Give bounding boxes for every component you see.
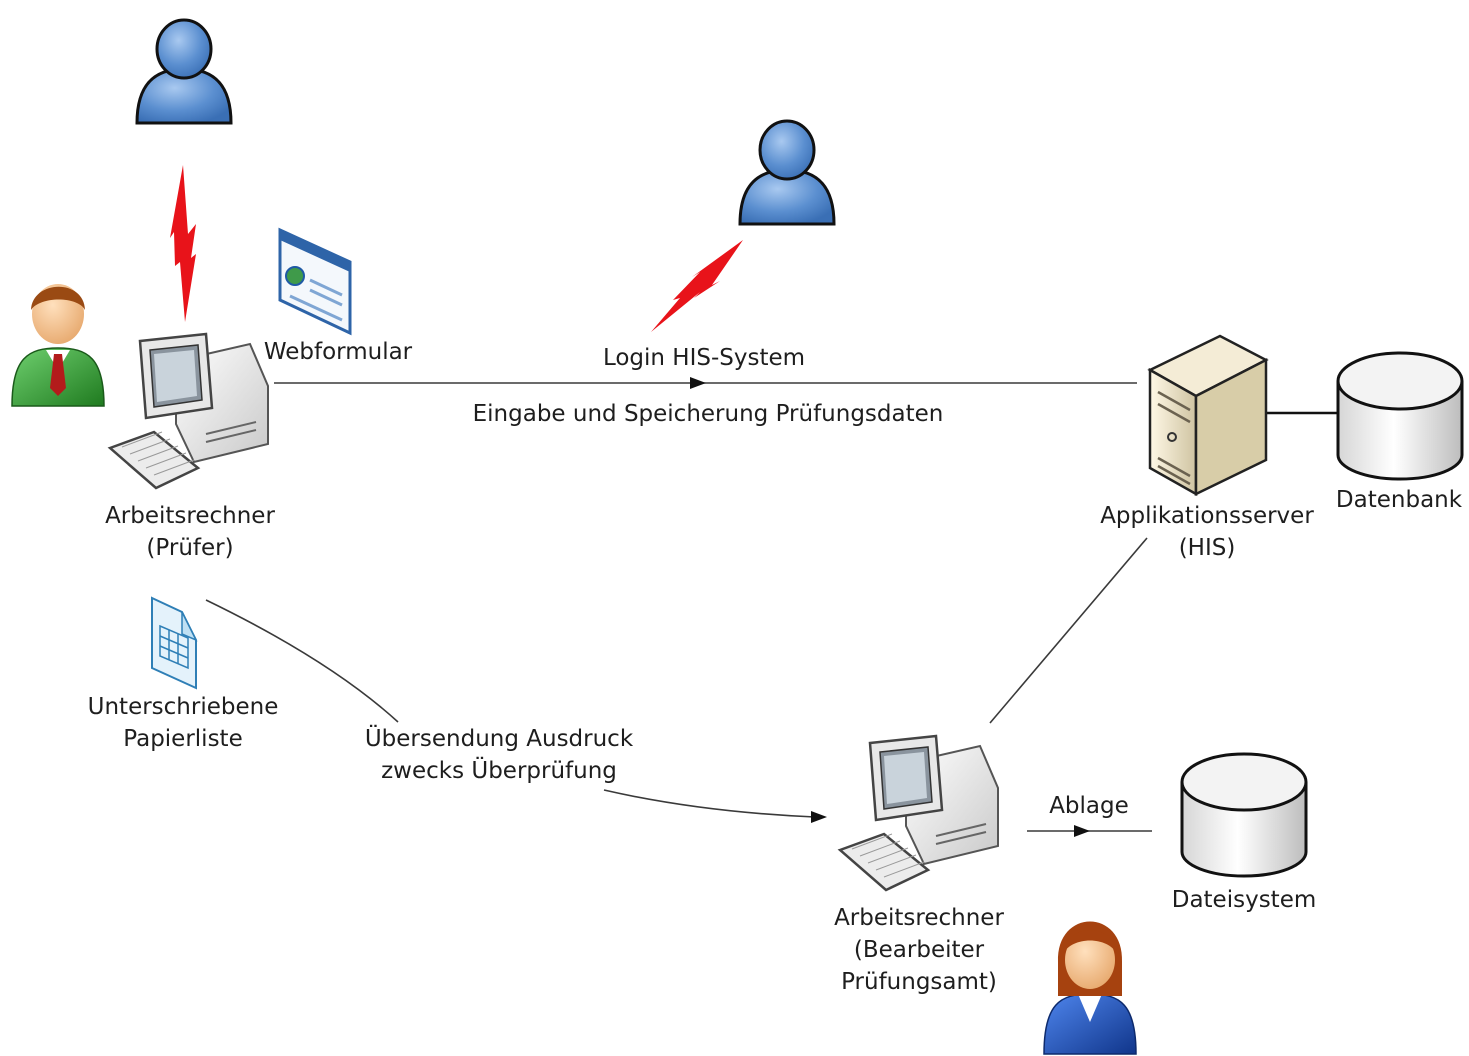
datenbank-label: Datenbank: [1335, 487, 1463, 513]
connector-pruefer-bearbeiter: [205, 599, 827, 823]
server-tower-icon: [1147, 334, 1269, 497]
lightning-icon: [170, 165, 196, 322]
male-user-icon: [11, 284, 105, 407]
lightning-icon: [651, 240, 743, 332]
user-silhouette-icon: [135, 18, 233, 125]
bearbeiter-pc-label: Arbeitsrechner (Bearbeiter Prüfungsamt): [834, 905, 1004, 995]
database-cylinder-icon: [1180, 752, 1308, 878]
user-silhouette-icon: [738, 119, 836, 226]
papierliste-label: Unterschriebene Papierliste: [87, 694, 279, 752]
connector-server-bearbeiter: [989, 537, 1148, 724]
ablage-label: Ablage: [1049, 793, 1129, 819]
uebersendung-label: Übersendung Ausdruck zwecks Überprüfung: [364, 726, 634, 784]
server-label: Applikationsserver (HIS): [1100, 503, 1314, 561]
database-cylinder-icon: [1336, 351, 1464, 481]
desktop-computer-icon: [107, 332, 269, 490]
connector-bearbeiter-dateisystem: [1027, 825, 1152, 837]
dateisystem-label: Dateisystem: [1171, 887, 1317, 913]
eingabe-label: Eingabe und Speicherung Prüfungsdaten: [472, 401, 944, 427]
login-label: Login HIS-System: [602, 345, 806, 371]
female-user-icon: [1043, 921, 1137, 1055]
desktop-computer-icon: [837, 734, 999, 892]
connector-pruefer-server: [274, 377, 1137, 389]
web-form-icon: [278, 227, 352, 336]
webform-label: Webformular: [263, 339, 413, 365]
pruefer-pc-label: Arbeitsrechner (Prüfer): [105, 503, 275, 561]
spreadsheet-document-icon: [151, 596, 198, 690]
